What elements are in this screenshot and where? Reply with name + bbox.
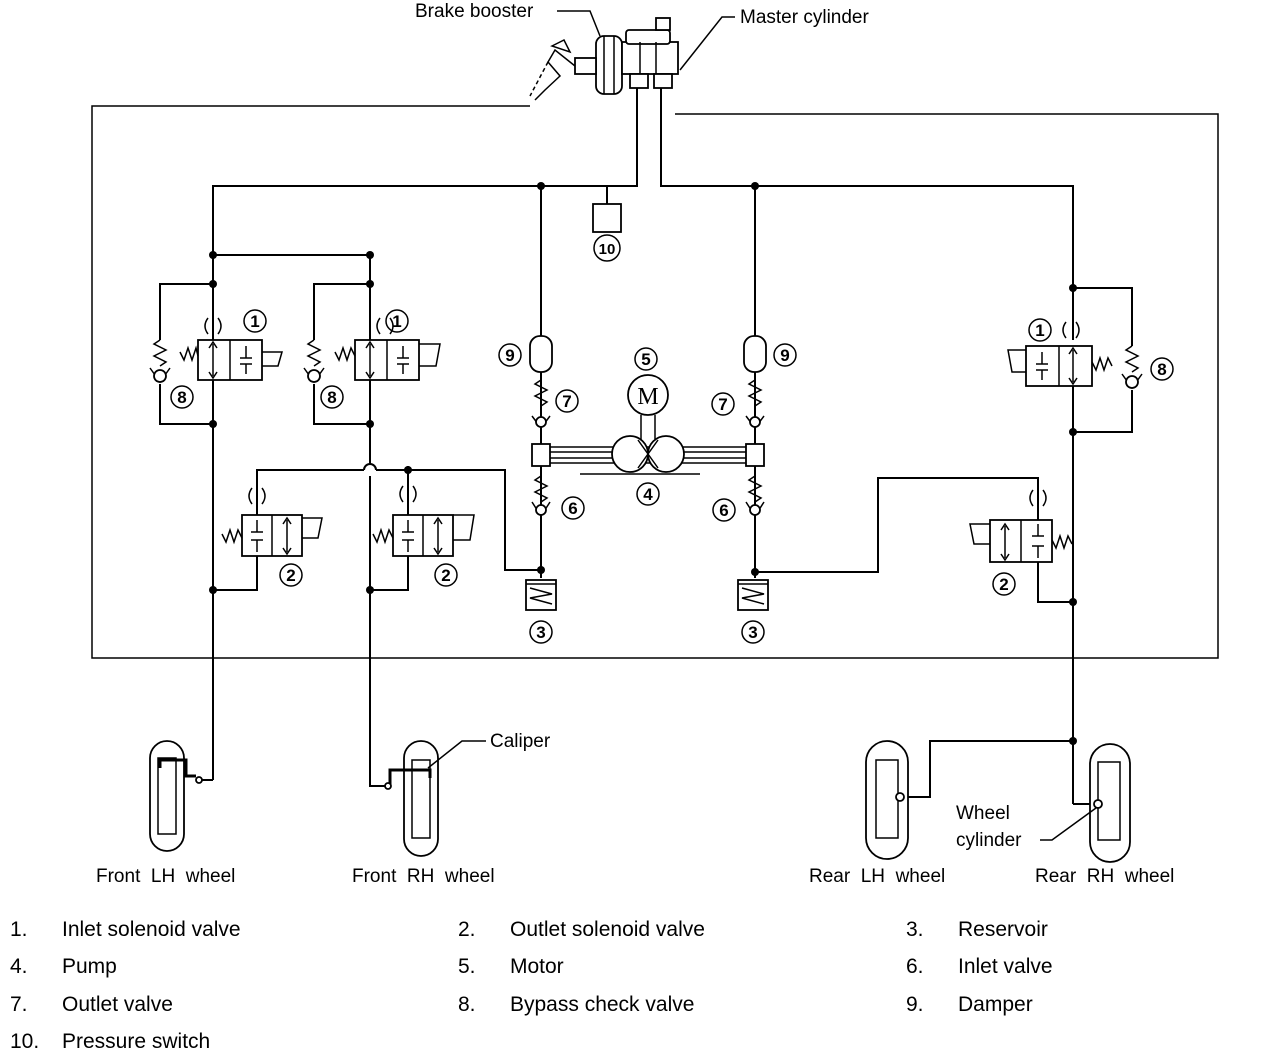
marker-3-right: 3 bbox=[748, 623, 757, 642]
junction-dots bbox=[209, 182, 1077, 745]
marker-9-left: 9 bbox=[505, 346, 514, 365]
legend-number: 5. bbox=[458, 955, 476, 978]
legend-text: Pressure switch bbox=[62, 1030, 211, 1053]
inlet-valve-right bbox=[745, 475, 765, 518]
reservoir-left bbox=[525, 579, 557, 611]
front-rh-wheel-label: Front RH wheel bbox=[352, 866, 495, 887]
legend-text: Pump bbox=[62, 955, 117, 978]
motor: M bbox=[627, 374, 669, 440]
master-cylinder bbox=[621, 17, 679, 89]
damper-right bbox=[743, 335, 767, 373]
motor-symbol: M bbox=[637, 384, 658, 410]
legend-number: 7. bbox=[10, 993, 28, 1016]
inlet-valve-left bbox=[531, 475, 551, 518]
marker-2-front-lh: 2 bbox=[286, 566, 295, 585]
legend-number: 9. bbox=[906, 993, 924, 1016]
brake-booster-label: Brake booster bbox=[415, 1, 534, 22]
marker-6-left: 6 bbox=[568, 499, 577, 518]
pressure-switch bbox=[592, 186, 622, 233]
marker-7-right: 7 bbox=[718, 395, 727, 414]
legend-text: Bypass check valve bbox=[510, 993, 695, 1016]
front-rh-wheel bbox=[384, 740, 439, 857]
wheel-cylinder-leader bbox=[1040, 807, 1097, 841]
marker-6-right: 6 bbox=[719, 501, 728, 520]
marker-4: 4 bbox=[643, 485, 653, 504]
marker-8-rear: 8 bbox=[1157, 360, 1166, 379]
bypass-check-valve-front-lh bbox=[149, 339, 171, 384]
caliper-leader bbox=[427, 740, 486, 769]
marker-2-rear: 2 bbox=[999, 575, 1008, 594]
front-lh-wheel-label: Front LH wheel bbox=[96, 866, 235, 887]
marker-9-right: 9 bbox=[780, 346, 789, 365]
legend-text: Inlet valve bbox=[958, 955, 1053, 978]
pump bbox=[531, 435, 765, 475]
callout-markers: 1 1 1 2 2 2 3 3 4 5 6 6 7 7 8 8 8 9 9 10 bbox=[170, 234, 1174, 644]
marker-1-front-lh: 1 bbox=[250, 312, 259, 331]
caliper-label: Caliper bbox=[490, 731, 551, 752]
brake-booster-leader bbox=[557, 10, 601, 37]
wheel-cylinder-label-line2: cylinder bbox=[956, 830, 1022, 851]
legend-text: Reservoir bbox=[958, 918, 1048, 941]
marker-10: 10 bbox=[599, 241, 616, 258]
marker-1-front-rh: 1 bbox=[392, 312, 401, 331]
marker-8-front-lh: 8 bbox=[177, 388, 186, 407]
rear-lh-wheel-label: Rear LH wheel bbox=[809, 866, 945, 887]
outlet-valve-left bbox=[531, 379, 551, 430]
outlet-solenoid-valve-rear bbox=[969, 489, 1073, 563]
inlet-solenoid-valve-rear bbox=[1007, 321, 1113, 387]
rear-rh-wheel bbox=[1089, 743, 1131, 863]
damper-left bbox=[529, 335, 553, 373]
outlet-solenoid-valve-front-rh bbox=[372, 485, 475, 557]
legend-number: 2. bbox=[458, 918, 476, 941]
legend-number: 3. bbox=[906, 918, 924, 941]
legend-text: Outlet valve bbox=[62, 993, 173, 1016]
rear-lh-wheel bbox=[865, 740, 909, 860]
legend-text: Motor bbox=[510, 955, 564, 978]
marker-1-rear: 1 bbox=[1035, 321, 1044, 340]
wheel-cylinder-label-line1: Wheel bbox=[956, 803, 1010, 824]
legend-text: Inlet solenoid valve bbox=[62, 918, 241, 941]
rear-rh-wheel-label: Rear RH wheel bbox=[1035, 866, 1174, 887]
outlet-solenoid-valve-front-lh bbox=[221, 487, 323, 557]
brake-booster bbox=[529, 35, 623, 101]
legend: 1. Inlet solenoid valve 2. Outlet soleno… bbox=[0, 912, 1264, 1056]
reservoir-right bbox=[737, 579, 769, 611]
legend-number: 8. bbox=[458, 993, 476, 1016]
outlet-valve-right bbox=[745, 379, 765, 430]
inlet-solenoid-valve-front-rh bbox=[334, 317, 441, 381]
legend-text: Damper bbox=[958, 993, 1033, 1016]
bypass-check-valve-rear bbox=[1121, 345, 1143, 390]
master-cylinder-label: Master cylinder bbox=[740, 7, 869, 28]
marker-7-left: 7 bbox=[562, 392, 571, 411]
legend-text: Outlet solenoid valve bbox=[510, 918, 705, 941]
legend-number: 1. bbox=[10, 918, 28, 941]
front-lh-wheel bbox=[149, 740, 203, 852]
marker-3-left: 3 bbox=[536, 623, 545, 642]
legend-number: 6. bbox=[906, 955, 924, 978]
marker-5: 5 bbox=[641, 350, 650, 369]
master-cylinder-leader bbox=[679, 16, 735, 71]
inlet-solenoid-valve-front-lh bbox=[179, 317, 283, 381]
legend-number: 4. bbox=[10, 955, 28, 978]
legend-number: 10. bbox=[10, 1030, 40, 1053]
marker-2-front-rh: 2 bbox=[441, 566, 450, 585]
bypass-check-valve-front-rh bbox=[303, 339, 325, 384]
abs-hydraulic-diagram: Brake booster Master cylinder bbox=[91, 1, 1219, 887]
marker-8-front-rh: 8 bbox=[327, 388, 336, 407]
